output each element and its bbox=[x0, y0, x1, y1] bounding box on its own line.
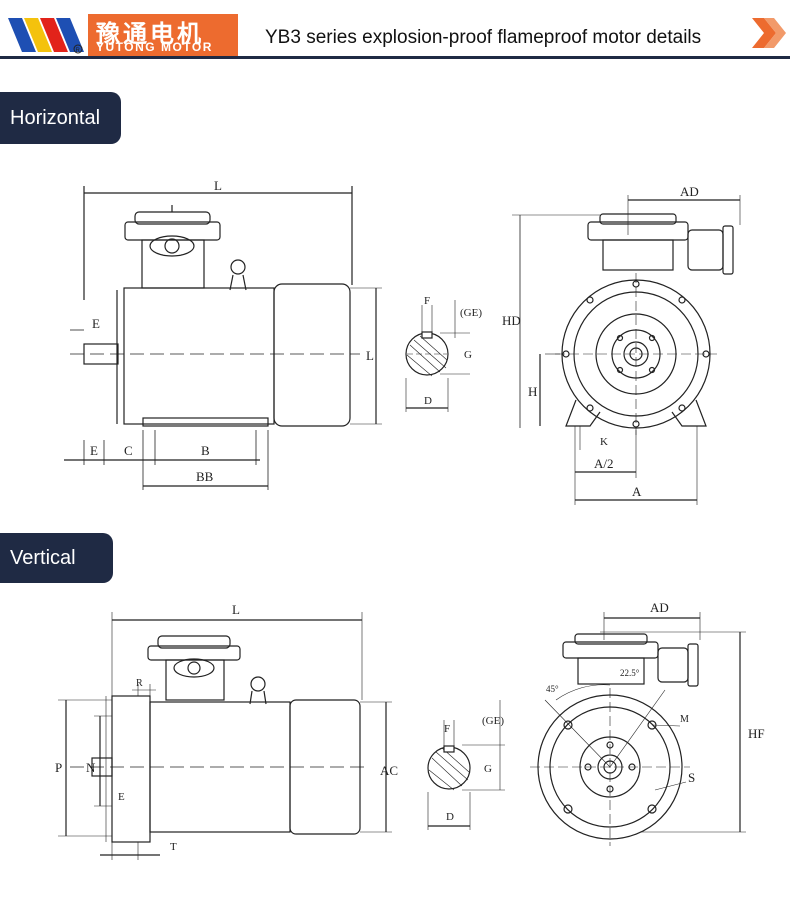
dim-label: G bbox=[484, 763, 492, 775]
section-label-vertical: Vertical bbox=[0, 533, 113, 583]
dim-label: L bbox=[232, 602, 240, 617]
horizontal-shaft-section bbox=[405, 300, 470, 412]
dim-label: L bbox=[366, 348, 374, 363]
dim-label: BB bbox=[196, 469, 214, 484]
dim-label: N bbox=[86, 760, 96, 775]
dim-label: HD bbox=[502, 313, 521, 328]
page-header: R 豫通电机 YUTONG MOTOR YB3 series explosion… bbox=[0, 0, 790, 60]
dim-label: E bbox=[90, 443, 98, 458]
dim-label: D bbox=[424, 395, 432, 407]
brand-name-en: YUTONG MOTOR bbox=[96, 40, 213, 54]
dim-label: T bbox=[170, 841, 177, 853]
horizontal-side-view bbox=[64, 186, 382, 490]
dim-label: (GE) bbox=[460, 307, 482, 319]
dim-label: E bbox=[92, 316, 100, 331]
dim-label: B bbox=[201, 443, 210, 458]
dim-label: 22.5° bbox=[620, 668, 640, 678]
vertical-end-view bbox=[530, 612, 746, 846]
dim-label: F bbox=[444, 723, 450, 735]
dim-label: K bbox=[600, 436, 608, 448]
brand-name-cn: 豫通电机 bbox=[96, 20, 204, 48]
dim-label: G bbox=[464, 349, 472, 361]
dim-label: D bbox=[446, 811, 454, 823]
dim-label: L bbox=[214, 178, 222, 193]
dim-label: E bbox=[118, 791, 125, 803]
dim-label: 45° bbox=[546, 684, 559, 694]
dim-label: F bbox=[424, 295, 430, 307]
dim-label: A bbox=[632, 484, 642, 499]
vertical-side-view bbox=[58, 612, 392, 860]
dim-label: R bbox=[136, 678, 143, 689]
dim-label: M bbox=[680, 714, 689, 725]
dim-label: S bbox=[688, 770, 695, 785]
section-label-horizontal: Horizontal bbox=[0, 92, 121, 144]
svg-text:R: R bbox=[76, 48, 81, 54]
dim-label: (GE) bbox=[482, 715, 504, 727]
dim-label: A/2 bbox=[594, 456, 614, 471]
brand-box bbox=[88, 14, 238, 56]
chevron-right-icon bbox=[752, 18, 786, 48]
dim-label: C bbox=[124, 443, 133, 458]
page-title: YB3 series explosion-proof flameproof mo… bbox=[265, 27, 702, 48]
dim-label: HF bbox=[748, 726, 765, 741]
vertical-shaft-section bbox=[427, 700, 505, 830]
dim-label: AD bbox=[680, 184, 699, 199]
dim-label: AC bbox=[380, 763, 398, 778]
header-divider bbox=[0, 56, 790, 59]
dim-label: AD bbox=[650, 600, 669, 615]
horizontal-end-view bbox=[512, 195, 741, 505]
logo-stripes-icon: R bbox=[8, 18, 84, 54]
dim-label: H bbox=[528, 384, 537, 399]
brand-logo: R 豫通电机 YUTONG MOTOR bbox=[0, 0, 258, 56]
dim-label: P bbox=[55, 760, 62, 775]
